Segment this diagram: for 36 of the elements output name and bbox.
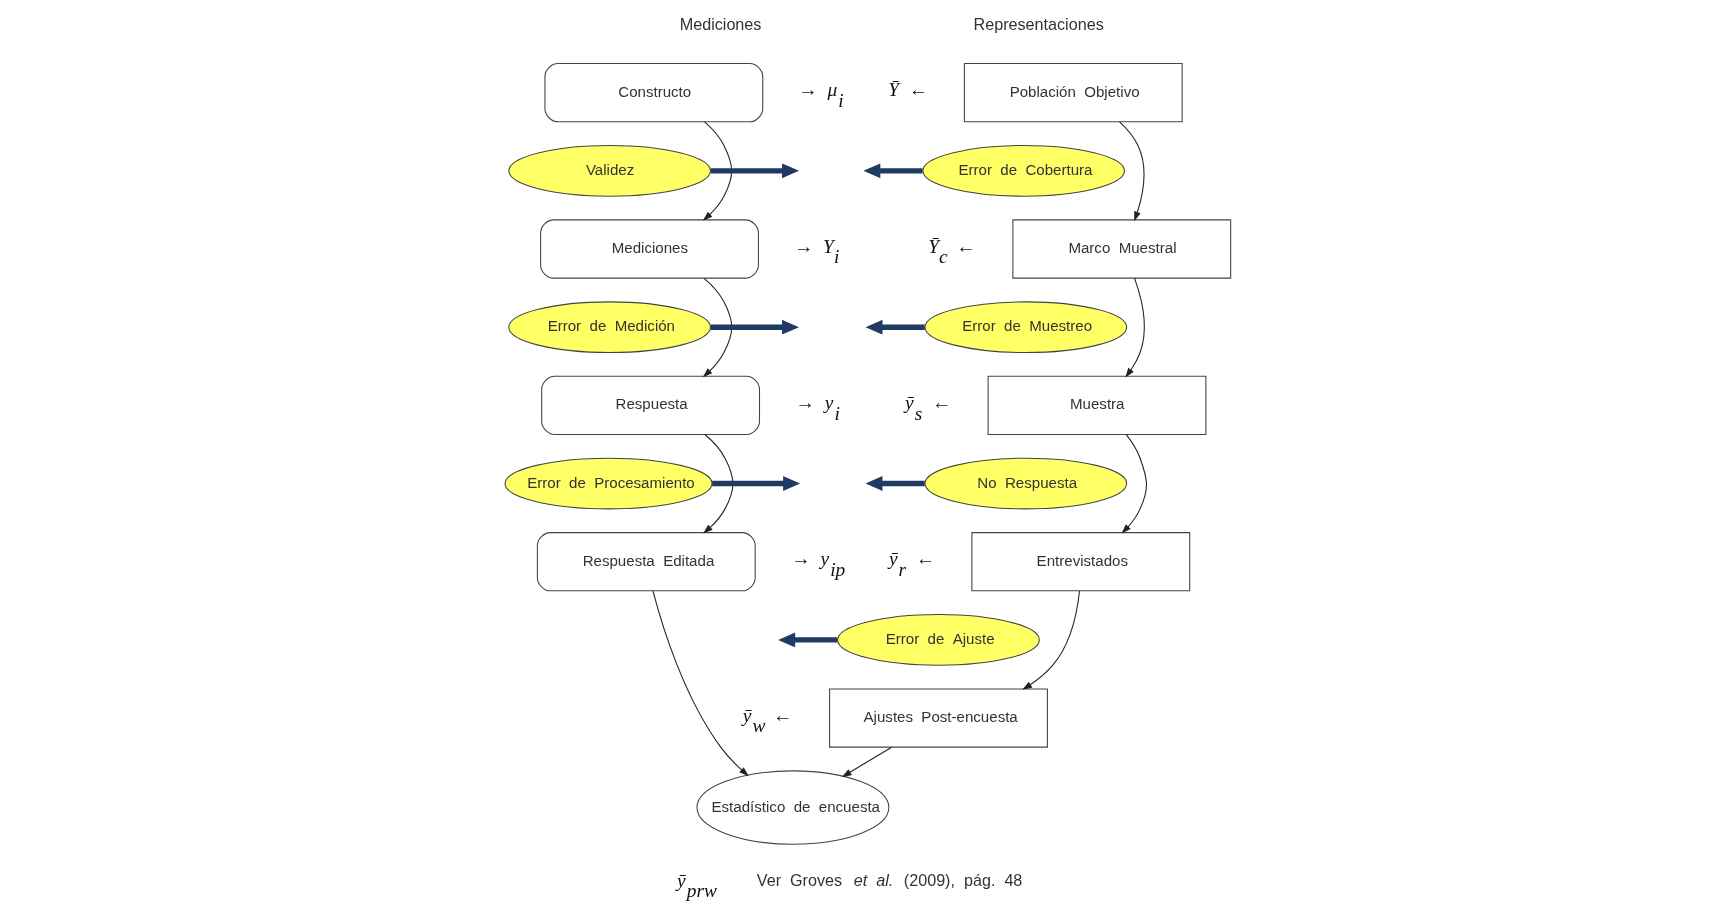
arrow [1118,121,1144,222]
arrow [710,319,799,335]
node-ellipse: No Respuesta [923,457,1127,510]
arrow [711,476,800,491]
node-ellipse: Error de Medición [507,301,711,354]
node-box: Ajustes Post-encuesta [828,688,1048,748]
node-box: Respuesta Editada [536,532,756,592]
node-ellipse: Error de Ajuste [836,614,1040,666]
label: Mediciones [679,15,761,34]
node-box: Entrevistados [970,532,1190,592]
arrow [865,319,925,335]
arrow [1021,590,1080,690]
arrow [841,746,892,778]
node-box: Muestra [987,375,1206,435]
node-box: Constructo [543,63,763,123]
node-ellipse: Error de Cobertura [921,144,1125,197]
arrow [702,434,733,534]
arrow [862,163,923,179]
arrow [865,476,925,491]
node-ellipse: Validez [507,144,711,197]
node-ellipse: Error de Procesamiento [504,457,713,510]
node-box: Población Objetivo [963,63,1183,123]
label: Ver Groves et al. (2009), pág. 48 [756,870,1022,889]
node-ellipse: Error de Muestreo [923,301,1127,354]
label: Representaciones [973,15,1104,34]
node-box: Marco Muestral [1011,219,1231,279]
arrow [651,590,749,777]
arrow [777,632,837,648]
node-box: Respuesta [540,375,760,435]
node-label: Ȳ ← [887,79,928,101]
arrow [702,121,732,221]
node-box: Mediciones [539,219,759,279]
arrow [710,163,799,179]
arrow [1124,277,1145,378]
arrow [1121,434,1147,534]
arrow [702,277,732,378]
